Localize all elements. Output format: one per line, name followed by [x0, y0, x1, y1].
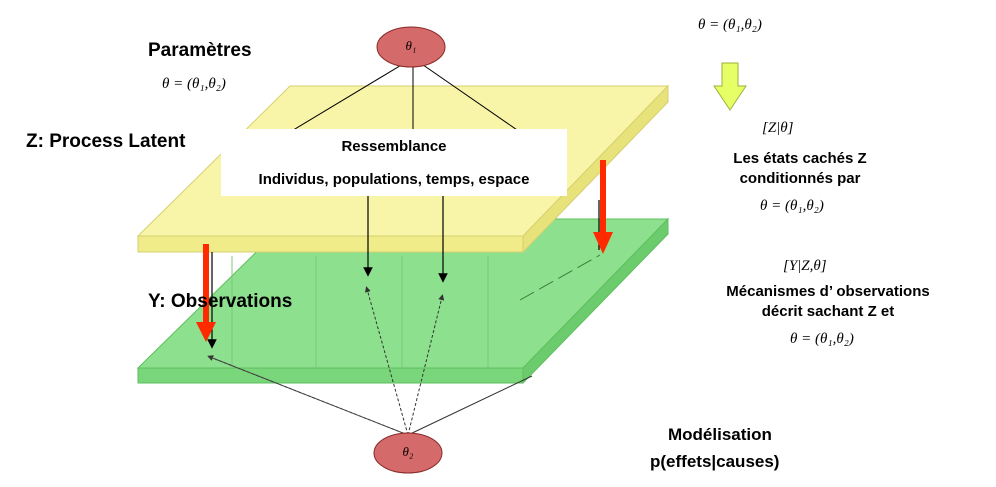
observations-equation: θ = (θ₁,θ₂): [790, 331, 854, 347]
observations-mechanism-line1: Mécanismes d’ observations: [726, 283, 930, 300]
hidden-states-line1: Les états cachés Z: [733, 150, 867, 167]
red-arrows: [196, 160, 613, 342]
hidden-states-equation: θ = (θ₁,θ₂): [760, 198, 824, 214]
theta2-node: [373, 432, 443, 474]
modelisation-label: Modélisation: [668, 425, 772, 444]
z-conditional: [Z|θ]: [762, 120, 794, 136]
y-conditional: [Y|Z,θ]: [783, 258, 827, 274]
theta1-node: [376, 26, 446, 68]
resemblance-text: Ressemblance Individus, populations, tem…: [221, 129, 567, 196]
resemblance-subtitle: Individus, populations, temps, espace: [258, 171, 530, 188]
hidden-states-line2: conditionnés par: [739, 170, 861, 187]
observations-mechanism-line2: décrit sachant Z et: [761, 303, 895, 320]
latent-label: Z: Process Latent: [26, 131, 186, 152]
params-equation: θ = (θ₁,θ₂): [162, 76, 226, 92]
resemblance-box: [221, 129, 567, 196]
params-title: Paramètres: [148, 40, 252, 61]
down-arrow: [713, 62, 747, 111]
theta1-label: θ₁: [405, 38, 417, 53]
observation-plane: [136, 217, 670, 385]
resemblance-title: Ressemblance: [341, 138, 447, 155]
top-right-equation: θ = (θ₁,θ₂): [698, 17, 762, 33]
probability-label: p(effets|causes): [650, 452, 780, 471]
observations-label: Y: Observations: [148, 291, 293, 312]
theta2-label: θ₂: [402, 444, 414, 459]
theta2-connections: [207, 286, 533, 436]
